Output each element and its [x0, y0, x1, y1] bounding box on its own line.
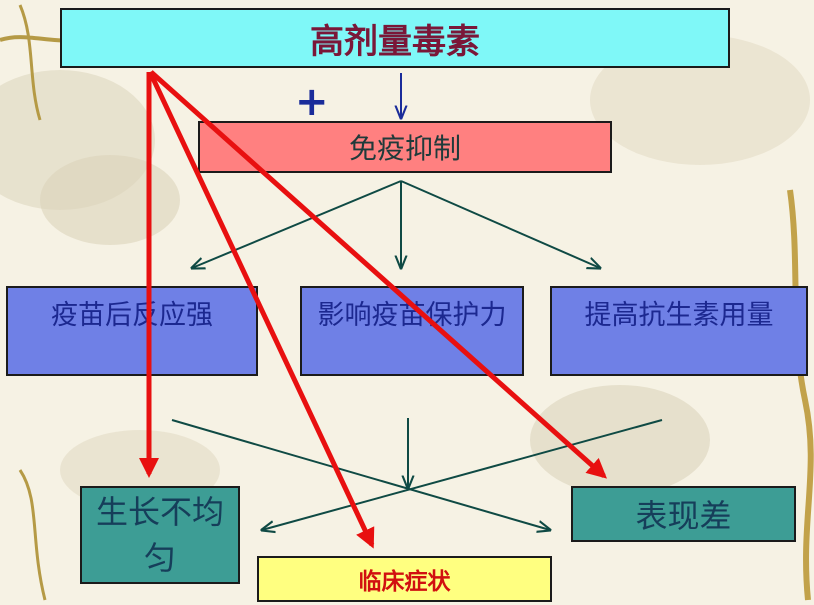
high-dose-toxin-label: 高剂量毒素 — [310, 14, 480, 63]
vaccine-reaction-box: 疫苗后反应强 — [6, 286, 258, 376]
poor-performance-box: 表现差 — [571, 486, 796, 542]
clinical-symptoms-box: 临床症状 — [257, 556, 552, 602]
uneven-growth-box: 生长不均匀 — [80, 486, 240, 584]
immune-suppression-box: 免疫抑制 — [198, 121, 612, 173]
uneven-growth-label: 生长不均匀 — [82, 489, 238, 581]
immune-suppression-label: 免疫抑制 — [349, 127, 461, 167]
vaccine-protection-label: 影响疫苗保护力 — [318, 294, 507, 338]
antibiotic-dose-label: 提高抗生素用量 — [585, 294, 774, 338]
vaccine-reaction-label: 疫苗后反应强 — [51, 294, 213, 338]
antibiotic-dose-box: 提高抗生素用量 — [550, 286, 808, 376]
vaccine-protection-box: 影响疫苗保护力 — [300, 286, 524, 376]
high-dose-toxin-box: 高剂量毒素 — [60, 8, 730, 68]
clinical-symptoms-label: 临床症状 — [359, 562, 451, 596]
poor-performance-label: 表现差 — [635, 491, 731, 537]
plus-sign: + — [295, 82, 329, 122]
